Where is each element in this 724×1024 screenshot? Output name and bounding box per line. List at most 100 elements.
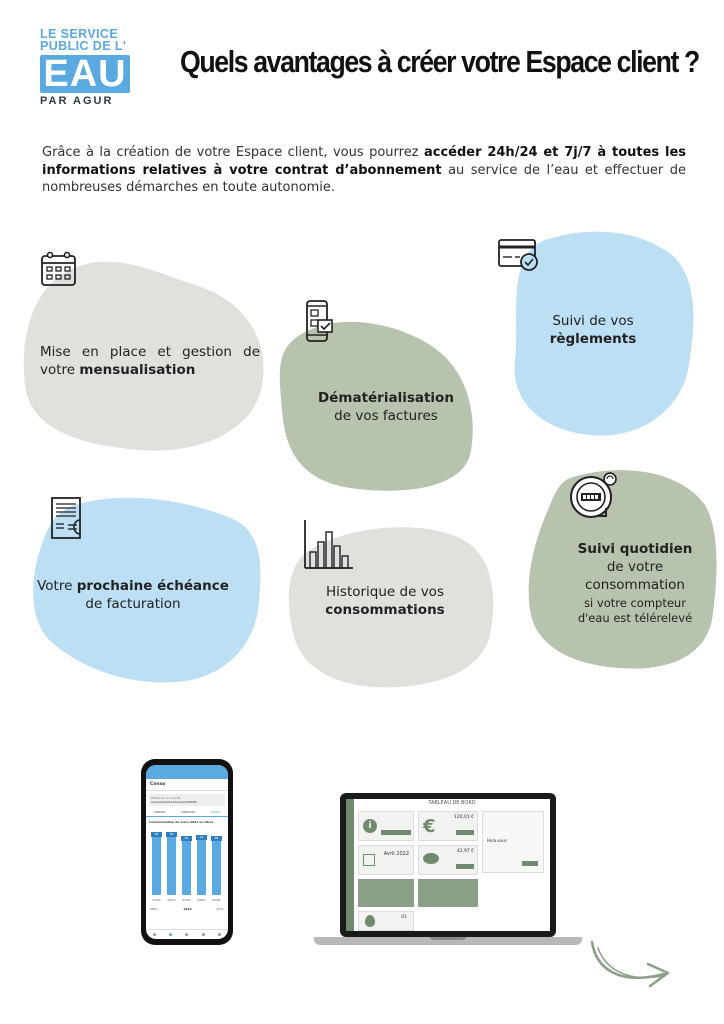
phone-bar-chart: 95 01/03 95 02/03 90 03/03 91 04/03 89 05/03 xyxy=(149,827,225,905)
logo-main: EAU xyxy=(43,53,127,95)
phone-field: Référence du contrat AAAAAAAAAAAAAAAA/WW… xyxy=(149,794,225,806)
laptop-sidebar xyxy=(346,799,354,931)
phone-day-label: 02/03 xyxy=(167,898,176,902)
invoice-euro-icon xyxy=(51,497,81,539)
laptop-card-green-1 xyxy=(358,879,414,907)
phone-bar-label: 90 xyxy=(181,835,192,841)
euro-icon: € xyxy=(423,816,436,837)
quotidien-bold: Suivi quotidien xyxy=(577,541,693,557)
phone-bar xyxy=(167,832,176,895)
intro-part-2: au service de l’eau et effectuer de nomb… xyxy=(42,162,686,196)
phone-nav-dot[interactable] xyxy=(152,933,156,936)
quotidien-text-1: de votre xyxy=(606,559,664,575)
intro-part-1: Grâce à la création de votre Espace clie… xyxy=(42,145,424,160)
logo-sub: PAR AGUR xyxy=(40,95,114,107)
phone-tab-mensuel[interactable]: MENSUEL xyxy=(181,810,196,814)
phone-tab-annuel[interactable]: ANNUEL xyxy=(153,810,166,814)
card-button[interactable] xyxy=(381,830,411,835)
historique-bold: consommations xyxy=(325,602,445,618)
echeance-bold: prochaine échéance xyxy=(76,578,229,594)
reglements-bold: règlements xyxy=(549,331,637,347)
phone-bar xyxy=(182,835,191,895)
smart-meter-icon xyxy=(570,472,617,518)
laptop-card-info: i xyxy=(358,811,414,841)
phone-nav-dot[interactable] xyxy=(201,933,205,936)
bar-chart-icon xyxy=(304,520,353,569)
blob-reglements xyxy=(514,231,694,436)
phone-check-icon xyxy=(306,300,333,342)
feature-dematerialisation: Dématérialisation de vos factures xyxy=(296,389,476,425)
logo-box: EAU xyxy=(40,55,130,93)
quotidien-small-2: d'eau est télérelevé xyxy=(577,611,693,625)
calendar-icon xyxy=(41,251,76,286)
dematerialisation-bold: Dématérialisation xyxy=(318,390,454,406)
echeance-text: Votre xyxy=(37,578,77,594)
phone-tab-jours[interactable]: JOURS xyxy=(210,810,221,814)
phone-next[interactable]: SUIV. xyxy=(216,907,224,911)
smartphone-mockup: Conso Référence du contrat AAAAAAAAAAAAA… xyxy=(141,759,233,945)
phone-day-label: 03/03 xyxy=(182,898,191,902)
phone-bar-label: 91 xyxy=(196,834,207,840)
blob-mensualisation xyxy=(23,261,264,451)
quotidien-small-1: si votre compteur xyxy=(584,596,686,610)
phone-tabs[interactable]: ANNUEL MENSUEL JOURS xyxy=(146,809,228,817)
phone-bar-label: 95 xyxy=(166,832,177,838)
phone-year: 2021 xyxy=(183,907,192,911)
laptop-screen-title: TABLEAU DE BORD xyxy=(428,800,476,806)
phone-field-value: AAAAAAAAAAAAAAAA/WWWE xyxy=(151,800,197,804)
laptop-base xyxy=(314,937,582,945)
phone-nav-dot[interactable] xyxy=(218,933,222,936)
dematerialisation-text: de vos factures xyxy=(334,408,438,424)
num-value: 01 xyxy=(401,915,407,920)
phone-bar-label: 89 xyxy=(211,836,222,842)
card-button[interactable] xyxy=(456,830,474,835)
laptop-screen: TABLEAU DE BORD i € 120,01 € Hola vous A… xyxy=(346,799,550,931)
phone-header: Conso xyxy=(146,779,228,791)
phone-day-label: 04/03 xyxy=(197,898,206,902)
greeting: Hola vous xyxy=(487,838,507,843)
quotidien-text-2: consommation xyxy=(585,577,685,593)
feature-historique: Historique de vos consommations xyxy=(310,583,460,619)
intro-bold: accéder 24h/24 et 7j/7 à toutes les info… xyxy=(42,145,687,178)
phone-nav-dot[interactable] xyxy=(169,933,173,936)
amount-2: 42,97 € xyxy=(456,849,474,854)
phone-day-label: 01/03 xyxy=(152,898,161,902)
card-check-icon xyxy=(498,239,538,271)
reglements-text: Suivi de vos xyxy=(552,313,634,329)
piggy-icon xyxy=(423,853,439,864)
mensualisation-bold: mensualisation xyxy=(79,362,196,378)
phone-prev[interactable]: PREC. xyxy=(150,907,159,911)
feature-reglements: Suivi de vos règlements xyxy=(518,312,668,348)
amount-1: 120,01 € xyxy=(453,815,474,820)
historique-text: Historique de vos xyxy=(326,584,444,600)
page-title: Quels avantages à créer votre Espace cli… xyxy=(180,44,700,79)
card-button[interactable] xyxy=(522,861,538,866)
drop-icon xyxy=(365,915,375,927)
phone-bottom-nav xyxy=(146,929,228,939)
card-button[interactable] xyxy=(456,864,474,869)
laptop-card-piggy: 42,97 € xyxy=(418,845,478,875)
laptop-card-message: Hola vous xyxy=(482,811,544,873)
phone-nav-dot[interactable] xyxy=(185,933,189,936)
phone-screen: Conso Référence du contrat AAAAAAAAAAAAA… xyxy=(146,765,228,939)
feature-echeance: Votre prochaine échéance de facturation xyxy=(28,577,238,613)
laptop-card-drop: 01 xyxy=(358,911,414,931)
feature-mensualisation: Mise en place et gestion de votre mensua… xyxy=(40,343,260,379)
phone-day-label: 05/03 xyxy=(212,898,221,902)
decorative-arrow-icon xyxy=(590,940,670,988)
intro-paragraph: Grâce à la création de votre Espace clie… xyxy=(42,144,686,197)
laptop-card-date: Avril 2022 xyxy=(358,845,414,875)
phone-nav: PREC. 2021 SUIV. xyxy=(146,905,228,913)
date-value: Avril 2022 xyxy=(383,851,409,857)
agur-logo: LE SERVICE PUBLIC DE L' EAU PAR AGUR xyxy=(36,28,136,110)
phone-topbar xyxy=(146,765,228,779)
logo-line-1: LE SERVICE xyxy=(40,27,119,41)
laptop-card-green-2 xyxy=(418,879,478,907)
laptop-card-amount: € 120,01 € xyxy=(418,811,478,841)
echeance-text-2: de facturation xyxy=(85,596,181,612)
laptop-notch xyxy=(430,937,466,940)
laptop-mockup: TABLEAU DE BORD i € 120,01 € Hola vous A… xyxy=(314,793,582,948)
laptop-bezel: TABLEAU DE BORD i € 120,01 € Hola vous A… xyxy=(340,793,556,937)
blob-dematerialisation xyxy=(279,321,473,491)
phone-bar-label: 95 xyxy=(151,832,162,838)
